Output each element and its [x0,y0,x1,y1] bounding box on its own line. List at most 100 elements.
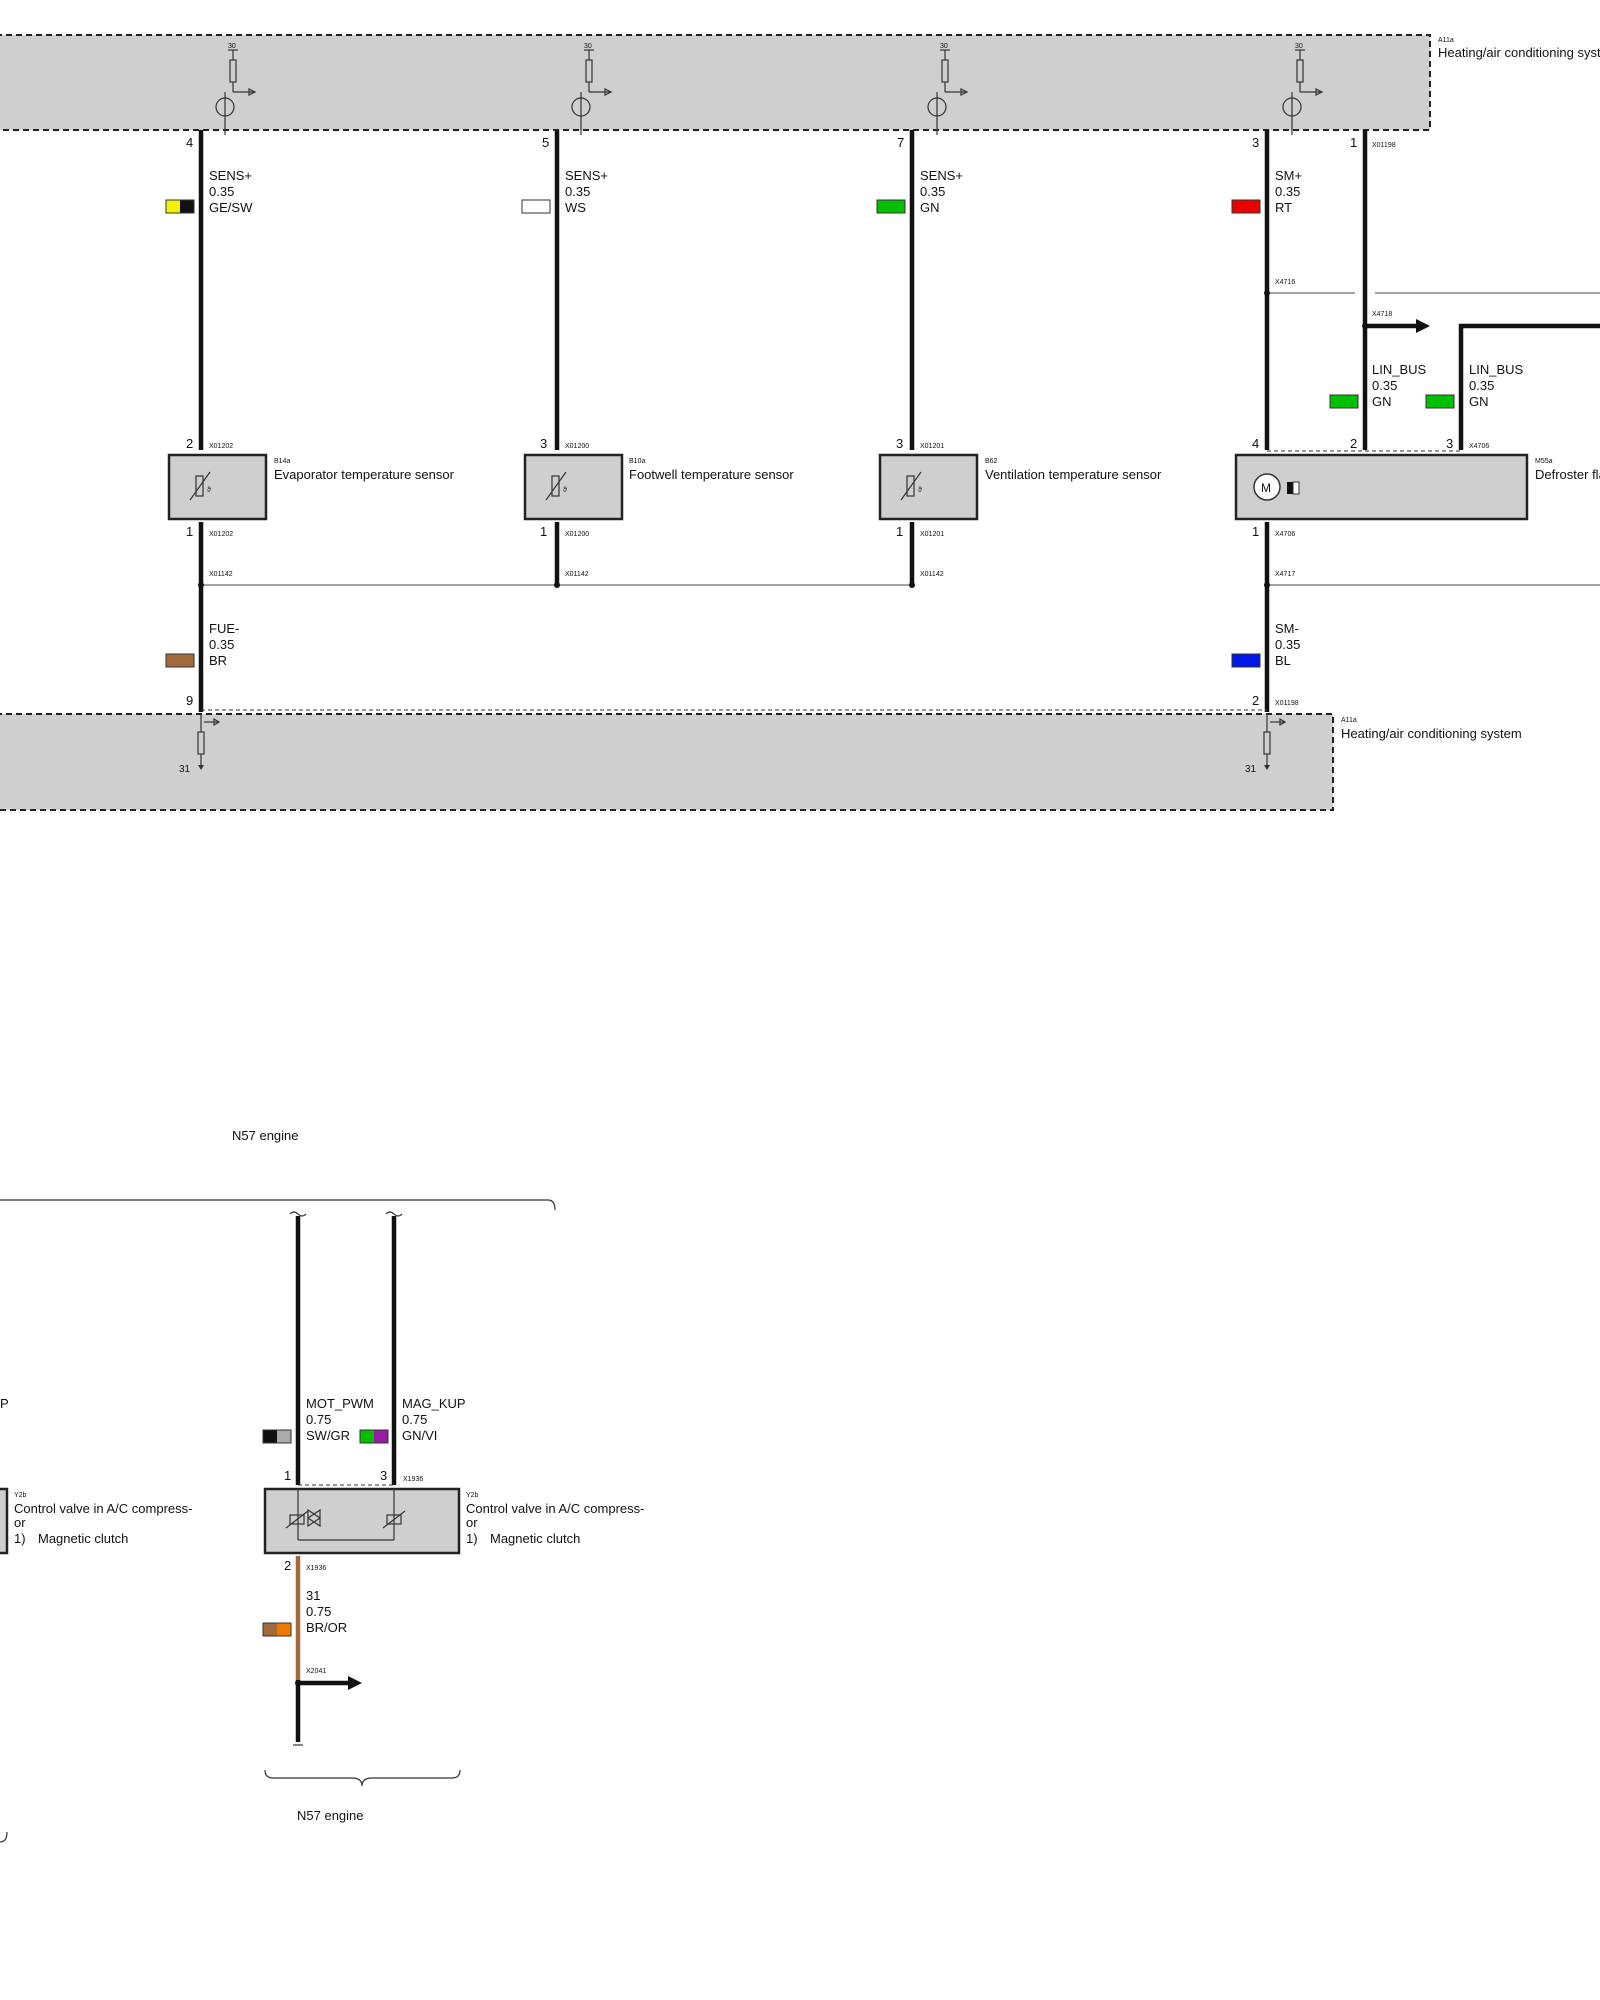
wire-color-swatch-5 [1426,395,1454,408]
wire-color-swatch-0 [166,200,180,213]
svg-text:GN: GN [1372,394,1392,409]
wire-color-swatch-border [1425,394,1455,409]
wire-color-swatches [165,199,1455,1637]
svg-text:M: M [1261,481,1271,495]
svg-text:GN: GN [920,200,940,215]
svg-text:SENS+: SENS+ [209,168,252,183]
svg-text:WS: WS [565,200,586,215]
svg-text:FUE-: FUE- [209,621,239,636]
svg-text:X4706: X4706 [1469,443,1489,450]
engine-label-bottom: N57 engine [297,1808,364,1823]
pin-top-1: 1 [1350,135,1357,150]
wire-label-mot-pwm: MOT_PWM 0.75 SW/GR [306,1396,374,1443]
component-footwell-sensor: 3 X01200 B10a Footwell temperature senso… [523,436,794,521]
wire-color-swatch-border [876,199,906,214]
conn-out-defroster: X4706 [1275,531,1295,538]
wire-color-swatch-border [1329,394,1359,409]
svg-text:Magnetic clutch: Magnetic clutch [38,1531,128,1546]
connector-x01142-1: X01142 [209,571,233,578]
svg-text:MOT_PWM: MOT_PWM [306,1396,374,1411]
svg-text:X01201: X01201 [920,443,944,450]
pin-top-3: 3 [1252,135,1259,150]
svg-text:BR: BR [209,653,227,668]
control-unit-bottom [0,713,1334,811]
wire-color-swatch-border [1231,653,1261,668]
ground-stage-2: 31 [1245,714,1287,775]
svg-text:31: 31 [1245,764,1257,775]
connector-x01198-top: X01198 [1372,142,1396,149]
svg-text:0.75: 0.75 [306,1604,331,1619]
svg-text:BL: BL [1275,653,1291,668]
component-y2b-partial-label: Y2b Control valve in A/C compress- or 1)… [14,1492,192,1546]
pin-ground-31: 2 [284,1558,291,1573]
wire-label-1: SENS+ 0.35 GE/SW [209,168,253,215]
svg-text:GN/VI: GN/VI [402,1428,437,1443]
svg-text:Magnetic clutch: Magnetic clutch [490,1531,580,1546]
wire-color-swatch-border [165,199,195,214]
engine-brace-partial [0,1831,8,1843]
control-unit-top-name: Heating/air conditioning syste [1438,45,1600,60]
motor-icon [1253,473,1281,501]
pin-out-evaporator: 1 [186,524,193,539]
svg-text:SM-: SM- [1275,621,1299,636]
svg-text:0.35: 0.35 [1372,378,1397,393]
svg-text:2: 2 [1350,436,1357,451]
svg-text:SENS+: SENS+ [565,168,608,183]
svg-text:ϑ: ϑ [207,487,211,494]
conn-out-ventilation: X01201 [920,531,944,538]
component-ventilation-sensor: 3 X01201 B62 Ventilation temperature sen… [878,436,1162,521]
wire-color-swatch-2 [877,200,905,213]
wire-label-5: LIN_BUS 0.35 GN [1372,362,1427,409]
wire-label-2: SENS+ 0.35 WS [565,168,608,215]
connector-x01142-2: X01142 [565,571,589,578]
pin-mag-kup: 3 [380,1468,387,1483]
terminal-30-label: 30 [1295,43,1303,50]
wire-color-swatch-4 [1330,395,1358,408]
svg-text:Defroster fla: Defroster fla [1535,467,1600,482]
svg-text:0.35: 0.35 [209,637,234,652]
wire-color-swatch-border [165,653,195,668]
engine-brace-bottom [264,1769,461,1787]
connector-x1936-top: X1936 [403,1476,423,1483]
connector-x01142-3: X01142 [920,571,944,578]
conn-out-evaporator: X01202 [209,531,233,538]
pin-top-5: 5 [542,135,549,150]
wire-color-swatch-3 [1232,200,1260,213]
connector-x2041: X2041 [306,1668,326,1675]
component-evaporator-sensor: 2 X01202 B14a Evaporator temperature sen… [167,436,455,521]
wire-color-swatch-8 [263,1430,277,1443]
wire-color-swatch-8 [277,1430,291,1443]
svg-text:Evaporator temperature sensor: Evaporator temperature sensor [274,467,455,482]
svg-text:or: or [14,1515,26,1530]
svg-text:LIN_BUS: LIN_BUS [1372,362,1427,377]
svg-text:ϑ: ϑ [918,487,922,494]
terminal-30-label: 30 [940,43,948,50]
svg-text:Ventilation temperature sensor: Ventilation temperature sensor [985,467,1162,482]
wire-color-swatch-10 [263,1623,277,1636]
svg-text:SW/GR: SW/GR [306,1428,350,1443]
control-unit-bottom-id: A11a [1341,717,1357,724]
component-y2b-partial [0,1487,9,1555]
svg-text:Y2b: Y2b [466,1492,479,1499]
wire-color-swatch-10 [277,1623,291,1636]
transistor-stage-2: 30 [571,43,613,135]
wire-color-swatch-border [1231,199,1261,214]
wire-color-swatch-9 [374,1430,388,1443]
engine-brace-top [0,1199,556,1211]
svg-text:Control valve in A/C compress-: Control valve in A/C compress- [466,1501,644,1516]
svg-text:0.35: 0.35 [1469,378,1494,393]
wire-color-swatch-6 [166,654,194,667]
connector-x1936-bottom: X1936 [306,1565,326,1572]
wire-label-sm-minus: SM- 0.35 BL [1275,621,1300,668]
connector-x4717: X4717 [1275,571,1295,578]
svg-text:0.75: 0.75 [402,1412,427,1427]
svg-text:2: 2 [186,436,193,451]
svg-text:GN: GN [1469,394,1489,409]
svg-text:0.35: 0.35 [565,184,590,199]
wire-lin-bus-2 [1458,323,1600,450]
pin-bottom-2: 2 [1252,693,1259,708]
pin-mot-pwm: 1 [284,1468,291,1483]
component-defroster-flap-motor: 4 2 3 X4706 M55a Defroster fla M [1234,436,1600,521]
svg-text:3: 3 [1446,436,1453,451]
